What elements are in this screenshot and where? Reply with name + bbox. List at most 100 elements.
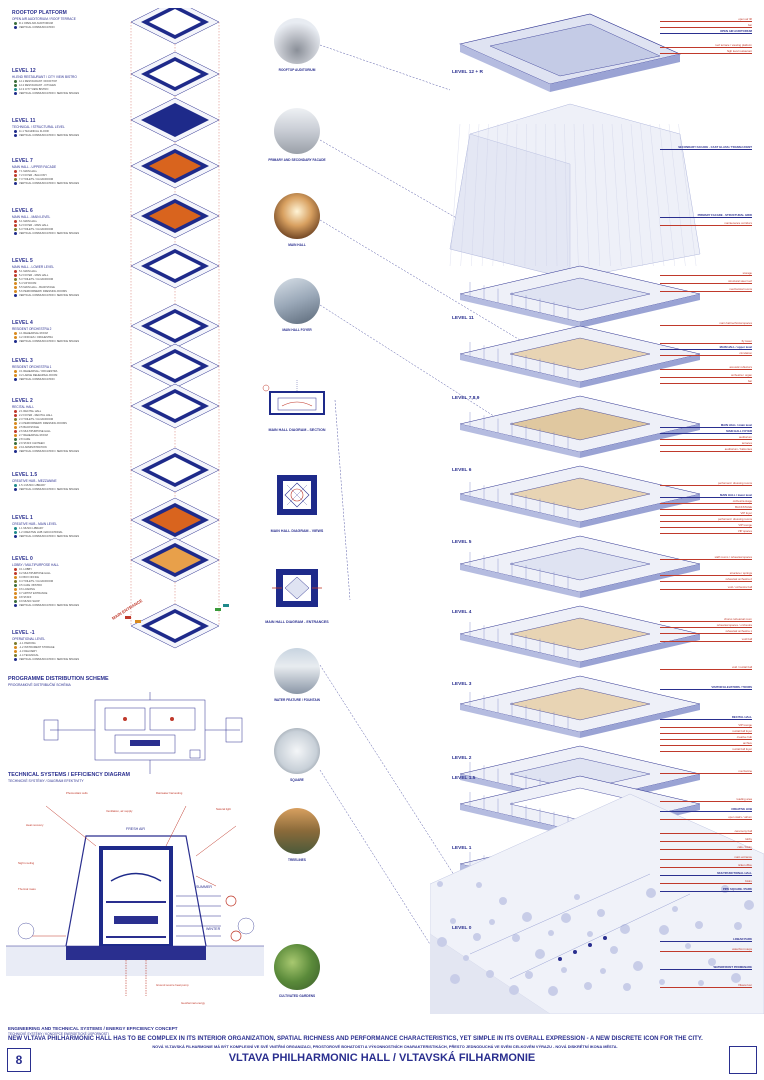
building-floor-slab	[459, 535, 701, 598]
legend-item: R.1 OPEN AIR AUDITORIUM	[14, 21, 53, 25]
right-annotation: rehearsal orchestra 1	[660, 629, 752, 635]
right-annotation: open stairs / atrium	[660, 815, 752, 821]
legend-dot	[14, 169, 17, 173]
legend-text: 0.7 ARTIST ENTRANCE	[19, 591, 48, 595]
legend-dot	[14, 534, 17, 538]
programme-subtitle: PROGRAMOVÉ DISTRIBUČNÍ SCHÉMA	[8, 683, 71, 687]
legend-item: 3.2 LARGE REHEARSAL ROOM	[14, 373, 57, 377]
legend-dot	[14, 437, 17, 441]
legend-item: 2.1 RECITAL HALL	[14, 409, 42, 413]
right-level-label: LEVEL 2	[452, 756, 472, 761]
legend-text: 0.1 LOBBY	[19, 567, 32, 571]
right-annotation: ceremony hall	[660, 829, 752, 835]
legend-item: -1.3 DELIVERY	[14, 649, 37, 653]
level-title: LEVEL 1.5	[12, 472, 38, 478]
right-annotation: WATERFRONT PROMENADE	[660, 965, 752, 971]
legend-dot	[14, 657, 17, 661]
legend-dot	[14, 177, 17, 181]
right-annotation: CREATIVE HUB	[660, 807, 752, 813]
legend-dot	[14, 487, 17, 491]
right-annotation: cafe / bistro	[660, 845, 752, 851]
legend-text: 0.3 BOX OFFICE	[19, 575, 40, 579]
legend-text: 2.1 RECITAL HALL	[19, 409, 42, 413]
building-floor-slab	[459, 465, 701, 528]
legend-text: 5.2 FOYER - MAIN HALL	[19, 273, 49, 277]
level-title: LEVEL 5	[12, 258, 33, 264]
legend-dot	[14, 269, 17, 273]
legend-dot	[14, 339, 17, 343]
legend-item: 5.1 MAIN HALL	[14, 269, 37, 273]
legend-item: 12.3 CITY VIEW BISTRO	[14, 87, 48, 91]
right-level-label: LEVEL 3	[452, 682, 472, 687]
legend-text: 12.2 RESTAURANT - KITCHEN	[19, 83, 56, 87]
legend-dot	[14, 441, 17, 445]
legend-dot	[14, 277, 17, 281]
right-annotation: RECITAL HALL	[660, 715, 752, 721]
legend-item: 7.1 MAIN HALL	[14, 169, 37, 173]
legend-text: VERTICAL COMMUNICATION / SERVICE SPACES	[19, 339, 80, 343]
legend-text: 0.5 CAFE / BISTRO	[19, 583, 43, 587]
legend-dot	[14, 575, 17, 579]
legend-text: 4.1 REHEARSAL ROOM	[19, 331, 48, 335]
legend-dot	[14, 231, 17, 235]
legend-item: 5.2 FOYER - MAIN HALL	[14, 273, 49, 277]
legend-item: 2.2 FOYER - RECITAL HALL	[14, 413, 52, 417]
programme-level-plate	[130, 303, 220, 349]
level-subtitle: CREATIVE HUB - MEZZANINE	[12, 478, 57, 483]
legend-dot	[14, 603, 17, 607]
legend-dot	[14, 377, 17, 381]
right-annotation: roof terrace / viewing platform	[660, 43, 752, 49]
legend-item: VERTICAL COMMUNICATION / SERVICE SPACES	[14, 487, 79, 491]
legend-item: 2.6 MULTIPURPOSE HALL	[14, 429, 51, 433]
right-annotation: fly tower	[660, 339, 752, 345]
reference-photo	[274, 728, 320, 774]
legend-item: 7.3 TOILETS / CLOAKROOM	[14, 177, 53, 181]
legend-dot	[14, 369, 17, 373]
right-annotation: VIP foyer	[660, 511, 752, 517]
programme-level-plate	[130, 383, 220, 429]
legend-dot	[14, 595, 17, 599]
level-subtitle: MAIN HALL - MAIN LEVEL	[12, 214, 51, 219]
poster-title: VLTAVA PHILHARMONIC HALL / VLTAVSKÁ FILH…	[228, 1052, 536, 1064]
legend-dot	[14, 181, 17, 185]
legend-item: 2.5 BACKSTAGE	[14, 425, 39, 429]
programme-level-plate	[130, 243, 220, 289]
programme-level-plate	[130, 447, 220, 493]
tech-label: SUMMER	[196, 885, 212, 889]
legend-text: VERTICAL COMMUNICATION / SERVICE SPACES	[19, 657, 80, 661]
right-annotation: rehearsal spaces / orchestra	[660, 623, 752, 629]
legend-text: 0.6 LOADING	[19, 587, 36, 591]
legend-dot	[14, 281, 17, 285]
page-number: 8	[7, 1048, 31, 1072]
level-title: LEVEL 4	[12, 320, 33, 326]
right-annotation: acoustic reflectors	[660, 365, 752, 371]
right-annotation: void / recital hall	[660, 665, 752, 671]
legend-item: 5.4 VIP ROOM	[14, 281, 36, 285]
level-title: ROOFTOP PLATFORM	[12, 10, 67, 16]
legend-dot	[14, 129, 17, 133]
legend-dot	[14, 445, 17, 449]
right-annotation: MAIN HALL / lower level	[660, 493, 752, 499]
legend-text: 4.2 OFFICES / ORCHESTRA	[19, 335, 54, 339]
right-annotation: circulation	[660, 351, 752, 357]
legend-item: VERTICAL COMMUNICATION / SERVICE SPACES	[14, 534, 79, 538]
legend-text: 6.1 MAIN HALL	[19, 219, 38, 223]
legend-dot	[14, 591, 17, 595]
right-annotation: void / orchestra hall	[660, 585, 752, 591]
right-annotation: VIP lounge	[660, 523, 752, 529]
legend-dot	[14, 373, 17, 377]
legend-text: 11.1 TECHNICAL FLOOR	[19, 129, 49, 133]
right-annotation: waterfront steps	[660, 947, 752, 953]
tech-label: Geothermal energy	[181, 1001, 206, 1005]
programme-level-plate	[130, 97, 220, 143]
photo-caption: WATER FEATURE / FOUNTAIN	[274, 698, 320, 702]
right-annotation: MULTIFUNCTIONAL HALL	[660, 871, 752, 877]
statement-english: NEW VLTAVA PHILHARMONIC HALL HAS TO BE C…	[8, 1036, 703, 1042]
legend-item: 0.9 MUSIC SHOP	[14, 599, 40, 603]
level-subtitle: MAIN HALL - UPPER FACADE	[12, 164, 57, 169]
legend-text: VERTICAL COMMUNICATION / SERVICE SPACES	[19, 133, 80, 137]
legend-text: 12.1 RESTAURANT / ROOFTOP	[19, 79, 58, 83]
right-annotation: Vltava river	[660, 983, 752, 989]
legend-text: 6.2 FOYER - MAIN HALL	[19, 223, 49, 227]
programme-level-plate	[130, 343, 220, 389]
